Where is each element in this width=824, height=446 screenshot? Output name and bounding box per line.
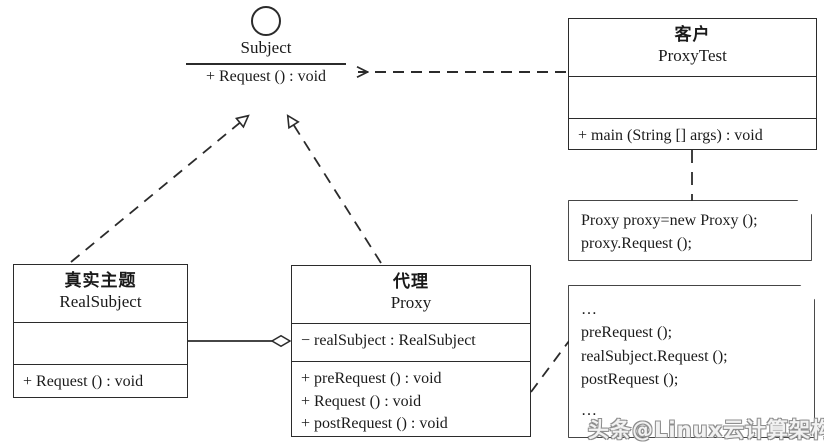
class-en-name: Proxy: [390, 293, 432, 313]
class-box-realsubject[interactable]: 真实主题 RealSubject + Request () : void: [13, 264, 188, 398]
class-attributes-realsubject: [14, 323, 187, 365]
interface-operation: + Request () : void: [205, 67, 327, 85]
class-attributes-proxy: − realSubject : RealSubject: [292, 324, 530, 362]
interface-name: Subject: [240, 38, 292, 57]
class-operations-client: + main (String [] args) : void: [569, 119, 816, 154]
operation-item: + Request () : void: [301, 392, 422, 410]
note-line: preRequest ();: [581, 324, 673, 342]
note-line: …: [581, 301, 599, 318]
note-proxy-text: … preRequest (); realSubject.Request ();…: [581, 298, 804, 423]
class-cn-name: 客户: [674, 25, 711, 44]
note-client-text: Proxy proxy=new Proxy (); proxy.Request …: [581, 209, 801, 256]
note-link-proxy: [530, 336, 573, 393]
class-header-realsubject: 真实主题 RealSubject: [14, 265, 187, 323]
watermark: 头条@Linux云计算架构: [588, 418, 824, 442]
class-header-proxy: 代理 Proxy: [292, 266, 530, 324]
note-line: …: [581, 402, 599, 420]
note-line: postRequest ();: [581, 371, 679, 389]
note-proxy: … preRequest (); realSubject.Request ();…: [569, 286, 814, 437]
class-operations-proxy: + preRequest () : void + Request () : vo…: [292, 362, 530, 442]
class-cn-name: 真实主题: [64, 271, 137, 290]
class-en-name: RealSubject: [59, 292, 142, 312]
operation-item: + postRequest () : void: [301, 415, 448, 433]
operation-item: + Request () : void: [23, 373, 144, 390]
operation-item: + preRequest () : void: [301, 370, 442, 387]
realization-realsubject-to-subject: [70, 114, 250, 263]
class-en-name: ProxyTest: [658, 46, 727, 66]
class-box-client[interactable]: 客户 ProxyTest + main (String [] args) : v…: [568, 18, 817, 150]
interface-divider: [186, 62, 346, 65]
interface-subject: Subject + Request () : void: [186, 6, 346, 87]
circle-interface-icon: [251, 6, 281, 36]
class-header-client: 客户 ProxyTest: [569, 19, 816, 77]
class-attributes-client: [569, 77, 816, 119]
note-client: Proxy proxy=new Proxy (); proxy.Request …: [569, 201, 811, 260]
operation-item: + main (String [] args) : void: [578, 127, 763, 144]
class-box-proxy[interactable]: 代理 Proxy − realSubject : RealSubject + p…: [291, 265, 531, 437]
note-line: realSubject.Request ();: [581, 347, 728, 365]
class-operations-realsubject: + Request () : void: [14, 365, 187, 400]
realization-proxy-to-subject: [286, 114, 382, 264]
note-line: proxy.Request ();: [581, 235, 692, 253]
attribute-item: − realSubject : RealSubject: [301, 332, 476, 349]
note-line: Proxy proxy=new Proxy ();: [581, 212, 758, 229]
class-cn-name: 代理: [393, 272, 429, 291]
